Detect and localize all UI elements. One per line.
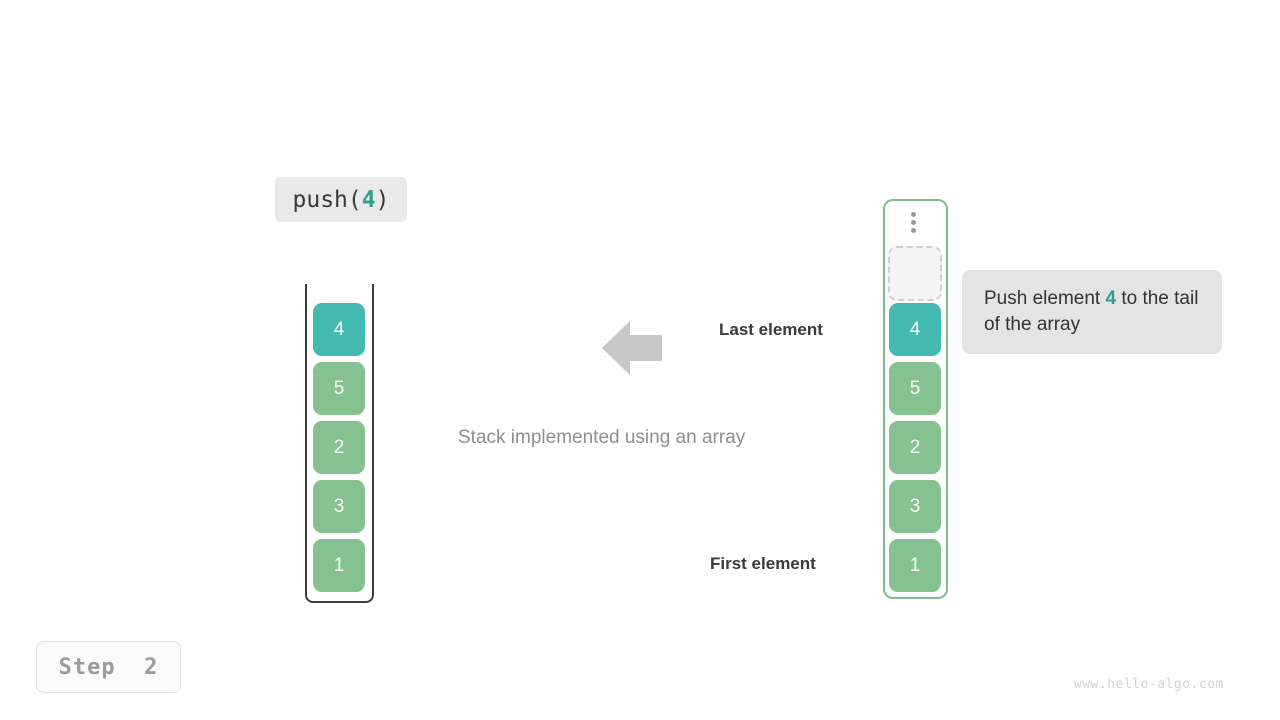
vertical-ellipsis-icon [910,212,917,233]
last-element-label: Last element [719,320,823,339]
diagram-caption: Stack implemented using an array [458,427,746,448]
first-element-label: First element [710,554,816,573]
array-cell: 3 [889,480,941,533]
array-cell: 1 [889,539,941,592]
explanation-tooltip: Push element 4 to the tail of the array [962,270,1222,354]
stack-cell: 5 [313,362,365,415]
arrow-left-icon [602,321,662,375]
stack-cell: 1 [313,539,365,592]
array-cell: 5 [889,362,941,415]
tooltip-text-after: to the tail of the array [984,288,1199,335]
stack-cell: 3 [313,480,365,533]
stack-cell: 2 [313,421,365,474]
array-cell: 2 [889,421,941,474]
array-stack-cells: 4 5 2 3 1 [889,303,941,592]
operation-suffix: ) [375,186,390,213]
stack-cell: 4 [313,303,365,356]
operation-label: push(4) [275,177,407,222]
dot [911,228,916,233]
abstract-stack-cells: 4 5 2 3 1 [313,303,365,592]
dot [911,220,916,225]
operation-value: 4 [361,186,376,213]
dot [911,212,916,217]
array-cell: 4 [889,303,941,356]
empty-array-slot [888,246,942,301]
tooltip-text-before: Push element [984,288,1106,309]
tooltip-accent-value: 4 [1105,288,1117,309]
step-badge: Step 2 [36,641,181,693]
watermark: www.hello-algo.com [1074,677,1224,692]
operation-prefix: push( [292,186,362,213]
